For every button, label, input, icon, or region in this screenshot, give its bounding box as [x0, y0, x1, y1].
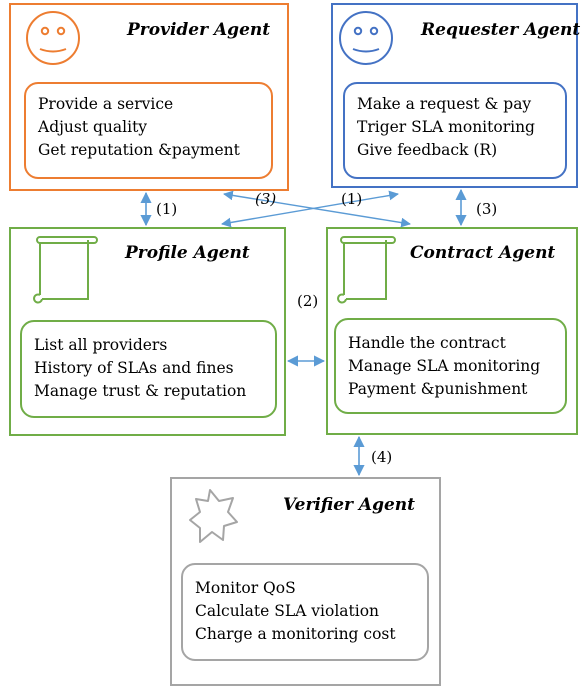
profile-agent-title: Profile Agent [125, 243, 250, 263]
provider-agent-responsibilities: Provide a service Adjust quality Get rep… [24, 82, 273, 179]
label-cross-left: (3) [255, 190, 277, 208]
list-item: Handle the contract [348, 334, 506, 352]
list-item: Get reputation &payment [38, 141, 240, 159]
list-item: Manage trust & reputation [34, 382, 247, 400]
label-profile-contract: (2) [297, 292, 319, 310]
contract-agent-title: Contract Agent [410, 243, 556, 263]
list-item: Provide a service [38, 95, 174, 113]
list-item: Give feedback (R) [357, 141, 498, 159]
label-cross-right: (1) [341, 190, 363, 208]
list-item: History of SLAs and fines [34, 359, 234, 377]
star-burst-icon [189, 489, 238, 543]
list-item: Charge a monitoring cost [195, 625, 396, 643]
provider-agent-title: Provider Agent [127, 20, 271, 40]
profile-agent-responsibilities: List all providers History of SLAs and f… [20, 320, 277, 418]
scroll-icon [33, 236, 98, 304]
contract-agent-responsibilities: Handle the contract Manage SLA monitorin… [334, 318, 567, 414]
verifier-agent-title: Verifier Agent [283, 495, 416, 515]
verifier-agent-responsibilities: Monitor QoS Calculate SLA violation Char… [181, 563, 429, 661]
list-item: List all providers [34, 336, 168, 354]
smiley-face-icon [339, 11, 393, 65]
list-item: Monitor QoS [195, 579, 296, 597]
smiley-face-icon [26, 11, 80, 65]
label-requester-contract: (3) [476, 200, 498, 218]
label-contract-verifier: (4) [371, 448, 393, 466]
list-item: Payment &punishment [348, 380, 528, 398]
list-item: Calculate SLA violation [195, 602, 380, 620]
requester-agent-responsibilities: Make a request & pay Triger SLA monitori… [343, 82, 567, 179]
list-item: Triger SLA monitoring [357, 118, 535, 136]
arrow-profile-requester [221, 190, 399, 228]
scroll-icon [337, 236, 396, 304]
list-item: Adjust quality [38, 118, 148, 136]
list-item: Manage SLA monitoring [348, 357, 541, 375]
list-item: Make a request & pay [357, 95, 532, 113]
arrow-provider-contract [223, 190, 411, 228]
requester-agent-title: Requester Agent [421, 20, 581, 40]
label-provider-profile: (1) [156, 200, 178, 218]
